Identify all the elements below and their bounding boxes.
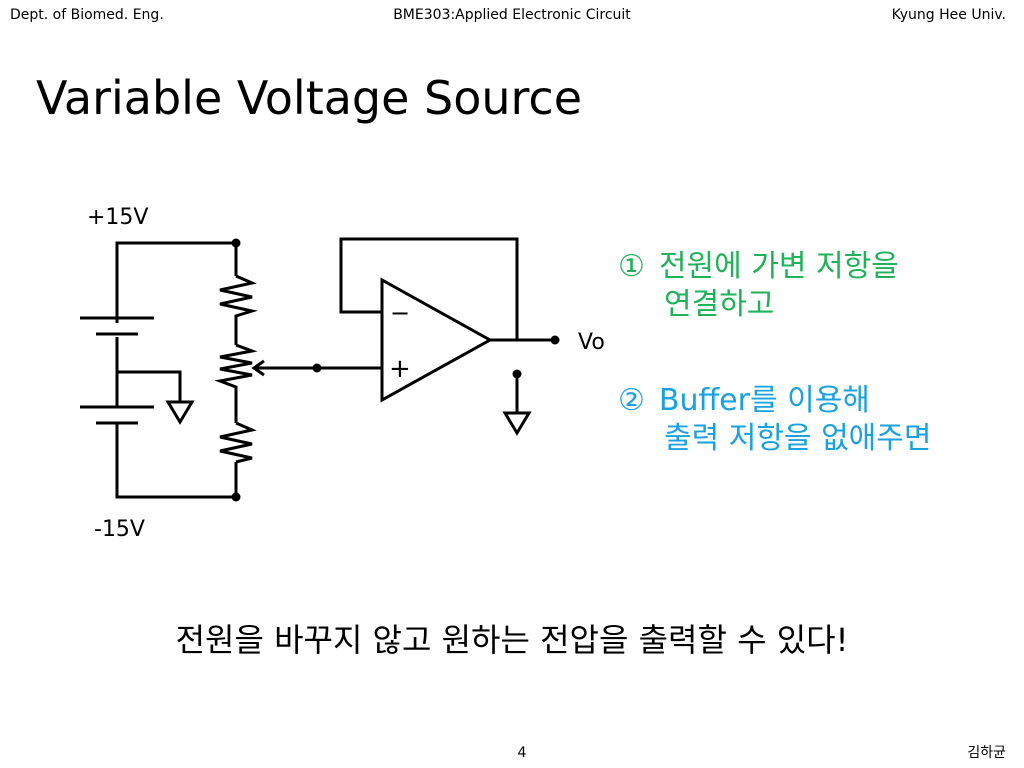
opamp-inverting-label: − xyxy=(390,299,410,327)
header-course: BME303:Applied Electronic Circuit xyxy=(393,7,631,23)
ground-icon-output xyxy=(502,411,532,436)
feedback-wire xyxy=(339,237,519,340)
resistor-lower xyxy=(219,421,257,464)
wiper-arrow-icon xyxy=(251,359,265,377)
opamp-triangle xyxy=(380,277,494,403)
author-name: 김하균 xyxy=(967,745,1006,761)
output-voltage-label: Vo xyxy=(578,330,605,355)
header-university: Kyung Hee Univ. xyxy=(891,7,1006,23)
header-department: Dept. of Biomed. Eng. xyxy=(10,7,164,23)
node-dot-output xyxy=(550,335,560,345)
note-step-2-line-2: 출력 저항을 없애주면 xyxy=(664,421,932,456)
opamp-noninverting-label: + xyxy=(389,354,411,384)
node-dot-ground xyxy=(512,369,522,379)
node-dot-bottom xyxy=(231,492,241,502)
ground-wire-supply xyxy=(117,370,182,402)
node-dot-wiper xyxy=(312,363,322,373)
note-step-2: ② Buffer를 이용해 출력 저항을 없애주면 xyxy=(618,382,931,458)
note-step-1-line-1: 전원에 가변 저항을 xyxy=(658,249,899,284)
page-number: 4 xyxy=(517,745,527,761)
note-step-1-number: ① xyxy=(618,249,645,284)
conclusion-text: 전원을 바꾸지 않고 원하는 전압을 출력할 수 있다! xyxy=(175,621,849,659)
slide-title: Variable Voltage Source xyxy=(36,71,583,125)
supply-negative-label: -15V xyxy=(94,517,145,542)
note-step-1: ① 전원에 가변 저항을 연결하고 xyxy=(618,248,899,324)
supply-wire xyxy=(115,241,238,499)
ground-icon-supply xyxy=(165,400,195,425)
note-step-2-number: ② xyxy=(618,383,645,418)
note-step-1-line-2: 연결하고 xyxy=(664,287,775,322)
note-step-2-line-1: Buffer를 이용해 xyxy=(658,383,870,418)
node-dot-top xyxy=(231,238,241,248)
resistor-upper xyxy=(219,274,258,345)
supply-positive-label: +15V xyxy=(87,205,148,230)
potentiometer-wiper-resistor xyxy=(214,343,258,423)
